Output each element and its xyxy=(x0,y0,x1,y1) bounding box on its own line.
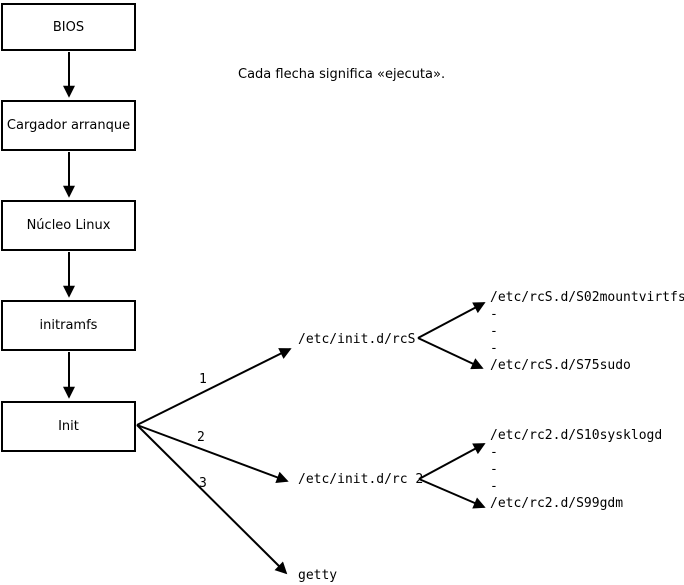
ellipsis-dash: - xyxy=(490,445,498,460)
path-init-d-rcS: /etc/init.d/rcS xyxy=(298,332,416,347)
box-cargador-arranque-label: Cargador arranque xyxy=(6,118,131,133)
arrow-rc2-to-last-script xyxy=(418,478,486,509)
box-cargador-arranque: Cargador arranque xyxy=(1,100,136,151)
box-bios: BIOS xyxy=(1,3,136,51)
box-initramfs-label: initramfs xyxy=(39,318,98,333)
script-path: /etc/rc2.d/S99gdm xyxy=(490,496,624,511)
script-path: /etc/rcS.d/S02mountvirtfs xyxy=(490,290,684,305)
branch-number-2: 2 xyxy=(197,430,205,445)
script-path: /etc/rcS.d/S75sudo xyxy=(490,358,631,373)
box-init-label: Init xyxy=(58,419,79,434)
ellipsis-dash: - xyxy=(490,341,498,356)
arrow-rcS-to-first-script xyxy=(417,302,486,339)
ellipsis-dash: - xyxy=(490,324,498,339)
rcS-script-list: /etc/rcS.d/S02mountvirtfs - - - /etc/rcS… xyxy=(490,289,684,374)
path-getty: getty xyxy=(298,568,338,583)
arrow-rcS-to-last-script xyxy=(417,337,484,370)
ellipsis-dash: - xyxy=(490,462,498,477)
box-initramfs: initramfs xyxy=(1,300,136,351)
arrow-init-to-rcS xyxy=(136,348,292,426)
branch-number-3: 3 xyxy=(199,476,207,491)
branch-number-1: 1 xyxy=(199,372,207,387)
box-nucleo-linux: Núcleo Linux xyxy=(1,200,136,251)
legend-note: Cada flecha significa «ejecuta». xyxy=(238,67,446,82)
box-bios-label: BIOS xyxy=(52,19,85,35)
ellipsis-dash: - xyxy=(490,307,498,322)
ellipsis-dash: - xyxy=(490,479,498,494)
arrow-rc2-to-first-script xyxy=(418,443,486,480)
script-path: /etc/rc2.d/S10sysklogd xyxy=(490,428,663,443)
path-init-d-rc2: /etc/init.d/rc 2 xyxy=(298,472,424,487)
rc2-script-list: /etc/rc2.d/S10sysklogd - - - /etc/rc2.d/… xyxy=(490,427,662,512)
box-init: Init xyxy=(1,401,136,452)
arrow-init-to-getty xyxy=(136,424,288,575)
box-nucleo-linux-label: Núcleo Linux xyxy=(26,218,111,233)
arrow-init-to-rc2 xyxy=(136,424,289,484)
